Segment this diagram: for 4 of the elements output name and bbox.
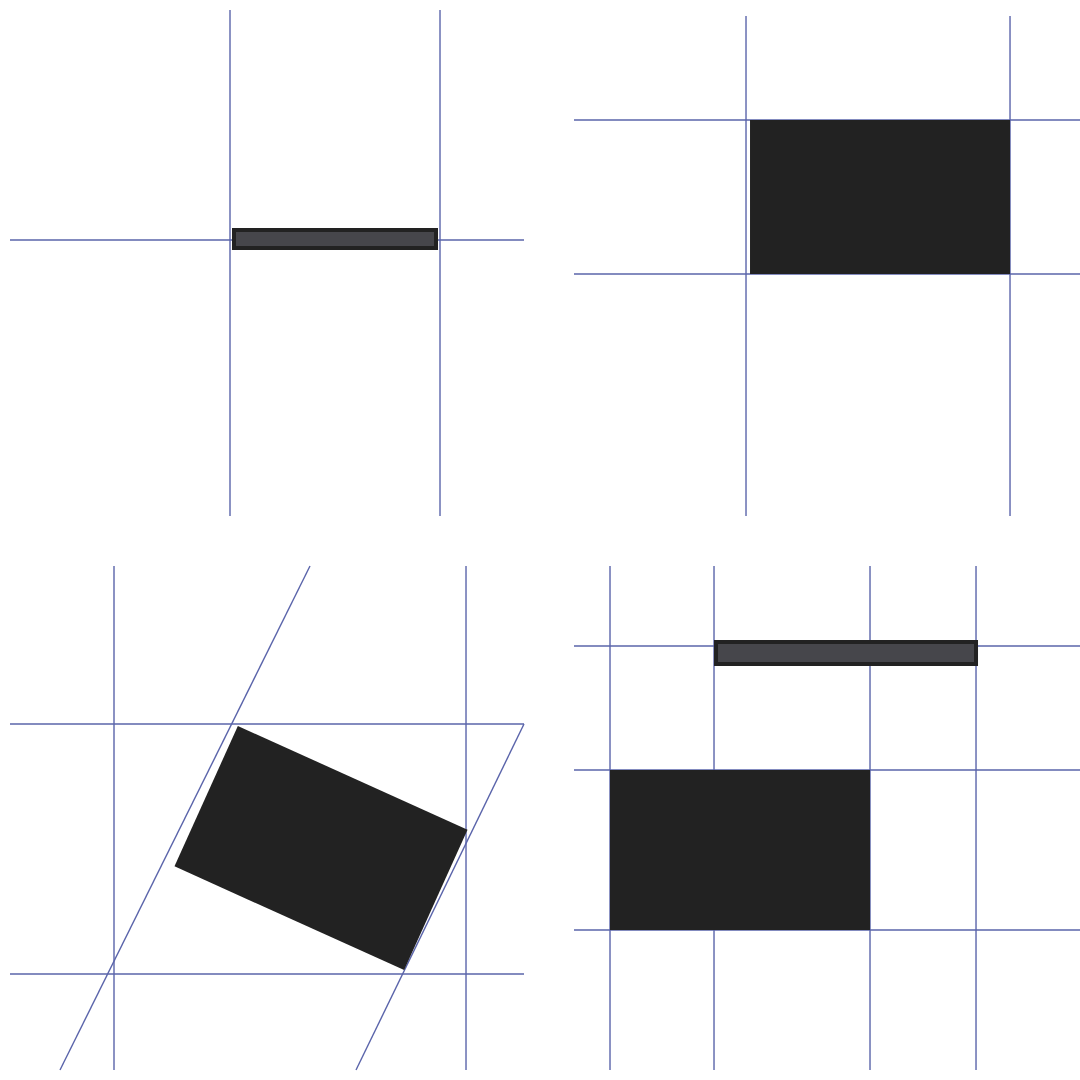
filled-rectangle bbox=[610, 770, 870, 930]
filled-bar bbox=[714, 640, 978, 666]
filled-bar bbox=[232, 228, 438, 250]
filled-rectangle bbox=[750, 120, 1010, 274]
